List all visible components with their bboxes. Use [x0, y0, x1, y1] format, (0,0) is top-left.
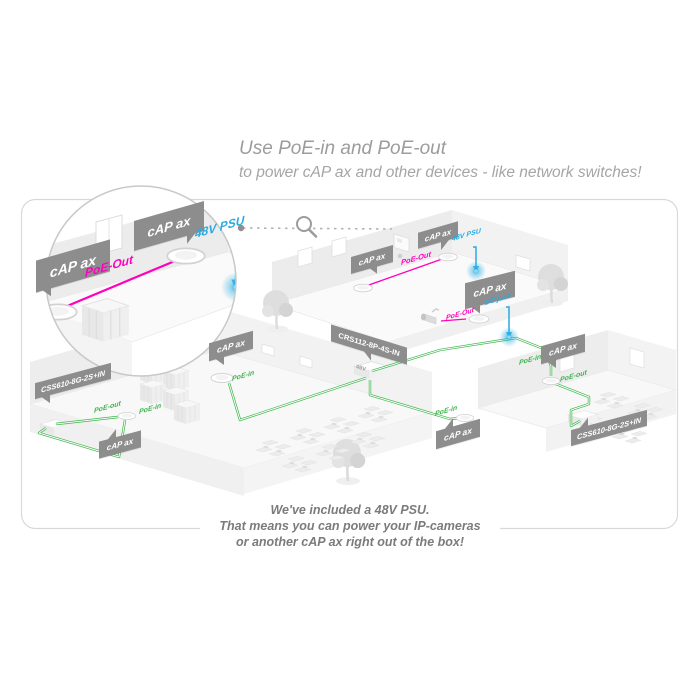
magnifier-connector	[237, 216, 393, 238]
window	[629, 347, 645, 369]
window	[299, 355, 313, 369]
window	[515, 254, 531, 272]
power-glow	[499, 327, 519, 347]
ip-camera	[420, 308, 440, 325]
electrical-panel	[393, 233, 410, 259]
poe-out-cables	[365, 257, 467, 322]
magnifier-circle	[45, 185, 237, 377]
window	[297, 246, 313, 268]
window	[261, 343, 275, 357]
power-glow	[466, 261, 486, 281]
poe-out-cable-zoom	[59, 256, 183, 311]
window	[331, 236, 347, 258]
magnifier-icon	[296, 216, 318, 238]
